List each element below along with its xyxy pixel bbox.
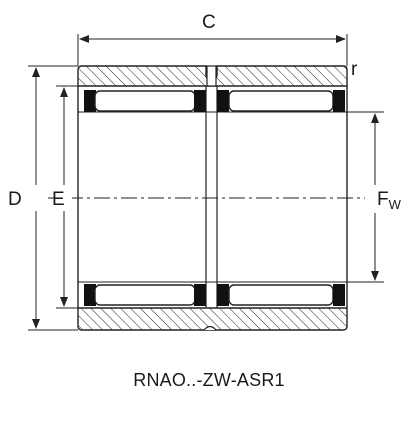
dimension-e: E: [52, 85, 78, 309]
needle-row-top-left: [84, 90, 206, 112]
dimension-c: C: [77, 12, 348, 66]
needle-row-top-right: [217, 90, 345, 112]
label-fw-main: F: [377, 189, 389, 210]
label-e: E: [52, 189, 65, 210]
outer-ring-bottom: [77, 307, 348, 331]
outer-ring-top: [77, 65, 348, 87]
label-fw: FW: [377, 189, 402, 212]
label-d: D: [8, 189, 22, 210]
needle-row-bottom-right: [217, 284, 345, 306]
label-r: r: [351, 59, 358, 80]
dimension-fw: FW: [347, 111, 407, 283]
label-fw-sub: W: [389, 197, 402, 212]
bearing-body-outline: [77, 86, 348, 308]
dimension-d: D: [8, 65, 78, 331]
needle-row-bottom-left: [84, 284, 206, 306]
label-c: C: [202, 12, 216, 33]
diagram-caption: RNAO..-ZW-ASR1: [133, 370, 285, 390]
